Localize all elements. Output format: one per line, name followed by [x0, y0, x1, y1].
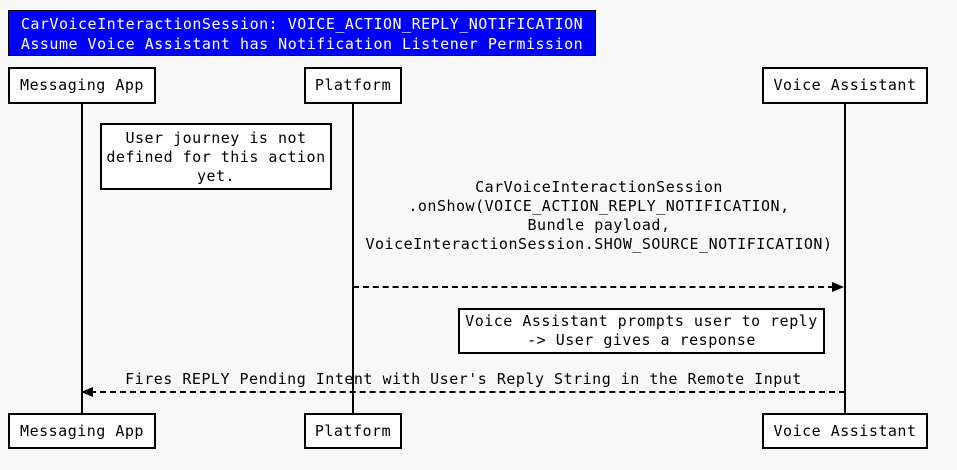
message-onshow-line-1: CarVoiceInteractionSession [475, 178, 723, 196]
message-onshow-arrow [353, 286, 834, 288]
note-voice-assistant-prompts-line-1: Voice Assistant prompts user to reply [465, 312, 818, 330]
message-fires-reply-arrowhead-icon [81, 387, 93, 397]
diagram-title: CarVoiceInteractionSession: VOICE_ACTION… [8, 10, 596, 56]
note-voice-assistant-prompts: Voice Assistant prompts user to reply ->… [458, 308, 825, 354]
actor-voice-assistant-bottom: Voice Assistant [762, 413, 928, 449]
note-voice-assistant-prompts-line-2: -> User gives a response [527, 331, 756, 349]
message-onshow-line-2: .onShow(VOICE_ACTION_REPLY_NOTIFICATION, [408, 197, 790, 215]
lifeline-messaging-app [81, 104, 83, 413]
lifeline-voice-assistant [844, 104, 846, 413]
actor-platform-top: Platform [304, 67, 402, 104]
actor-messaging-app-bottom: Messaging App [8, 413, 156, 449]
actor-voice-assistant-top: Voice Assistant [762, 67, 928, 104]
note-user-journey-line-2: defined for this action [106, 148, 326, 166]
message-onshow-arrowhead-icon [832, 282, 844, 292]
message-fires-reply-arrow [90, 391, 845, 393]
note-user-journey: User journey is not defined for this act… [100, 123, 332, 190]
message-onshow-line-4: VoiceInteractionSession.SHOW_SOURCE_NOTI… [365, 235, 833, 253]
note-user-journey-line-3: yet. [196, 167, 236, 185]
actor-messaging-app-top: Messaging App [8, 67, 156, 104]
actor-platform-bottom: Platform [304, 413, 402, 449]
message-fires-reply-line-1: Fires REPLY Pending Intent with User's R… [125, 370, 802, 388]
lifeline-platform [352, 104, 354, 413]
message-onshow-line-3: Bundle payload, [527, 216, 671, 234]
diagram-title-line-1: CarVoiceInteractionSession: VOICE_ACTION… [20, 15, 584, 33]
note-user-journey-line-1: User journey is not [125, 129, 307, 147]
diagram-title-line-2: Assume Voice Assistant has Notification … [20, 35, 584, 53]
message-fires-reply-label: Fires REPLY Pending Intent with User's R… [82, 370, 845, 389]
message-onshow-label: CarVoiceInteractionSession .onShow(VOICE… [353, 178, 845, 254]
